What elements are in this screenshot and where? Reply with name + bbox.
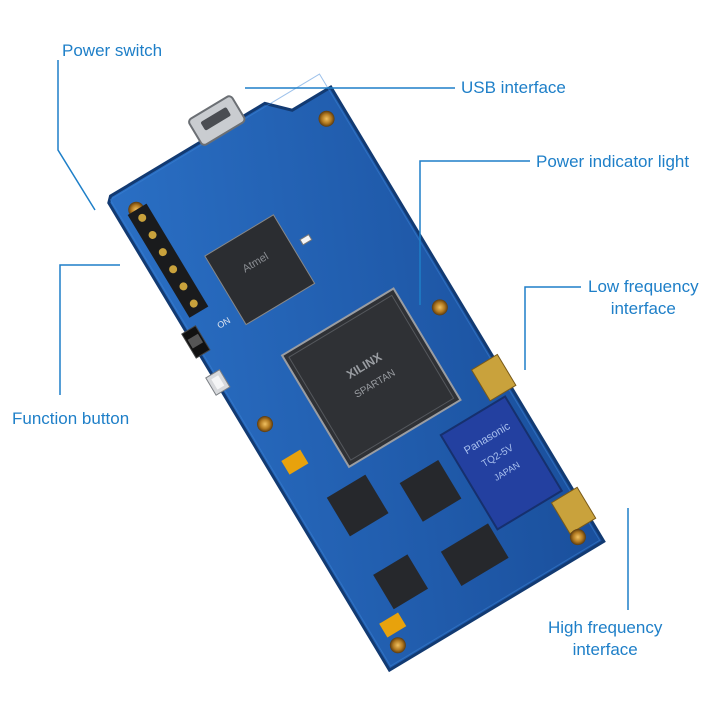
- xilinx-fpga-chip: XILINX SPARTAN: [280, 287, 462, 469]
- ic-chip: [399, 459, 462, 522]
- label-low-frequency-interface: Low frequency interface: [588, 276, 699, 320]
- label-high-frequency-interface: High frequency interface: [548, 617, 662, 661]
- label-usb-interface: USB interface: [461, 78, 566, 97]
- mounting-hole: [569, 529, 586, 546]
- label-low-frequency-line-2: interface: [610, 299, 676, 318]
- high-frequency-connector: [550, 486, 597, 535]
- mounting-hole: [318, 110, 335, 127]
- label-high-frequency-line-1: High frequency: [548, 618, 663, 637]
- pin-header: [127, 203, 209, 318]
- function-button: [205, 369, 231, 396]
- ic-chip: [373, 554, 429, 610]
- function-button-leader: [59, 264, 120, 395]
- capacitor: [281, 449, 309, 475]
- atmel-chip: Atmel: [204, 214, 316, 326]
- panasonic-relay: Panasonic TQ2-5V JAPAN: [439, 395, 564, 531]
- usb-connector: [188, 95, 246, 146]
- power-switch-leader: [57, 60, 96, 211]
- ic-chip: [326, 474, 389, 537]
- mounting-hole: [256, 416, 273, 433]
- label-power-indicator-light: Power indicator light: [536, 152, 690, 171]
- label-function-button: Function button: [12, 409, 130, 428]
- power-indicator-led: [299, 233, 313, 246]
- label-high-frequency-line-2: interface: [572, 640, 638, 659]
- mounting-hole: [389, 637, 406, 654]
- mounting-hole: [431, 299, 448, 316]
- ic-chip: [440, 523, 509, 587]
- power-indicator-leader: [419, 160, 530, 305]
- capacitor: [379, 612, 407, 638]
- label-power-switch: Power switch: [62, 41, 163, 60]
- label-low-frequency-line-1: Low frequency: [588, 277, 699, 296]
- annotation-lines: [57, 60, 629, 610]
- low-frequency-connector: [470, 353, 517, 402]
- low-frequency-leader: [524, 286, 581, 370]
